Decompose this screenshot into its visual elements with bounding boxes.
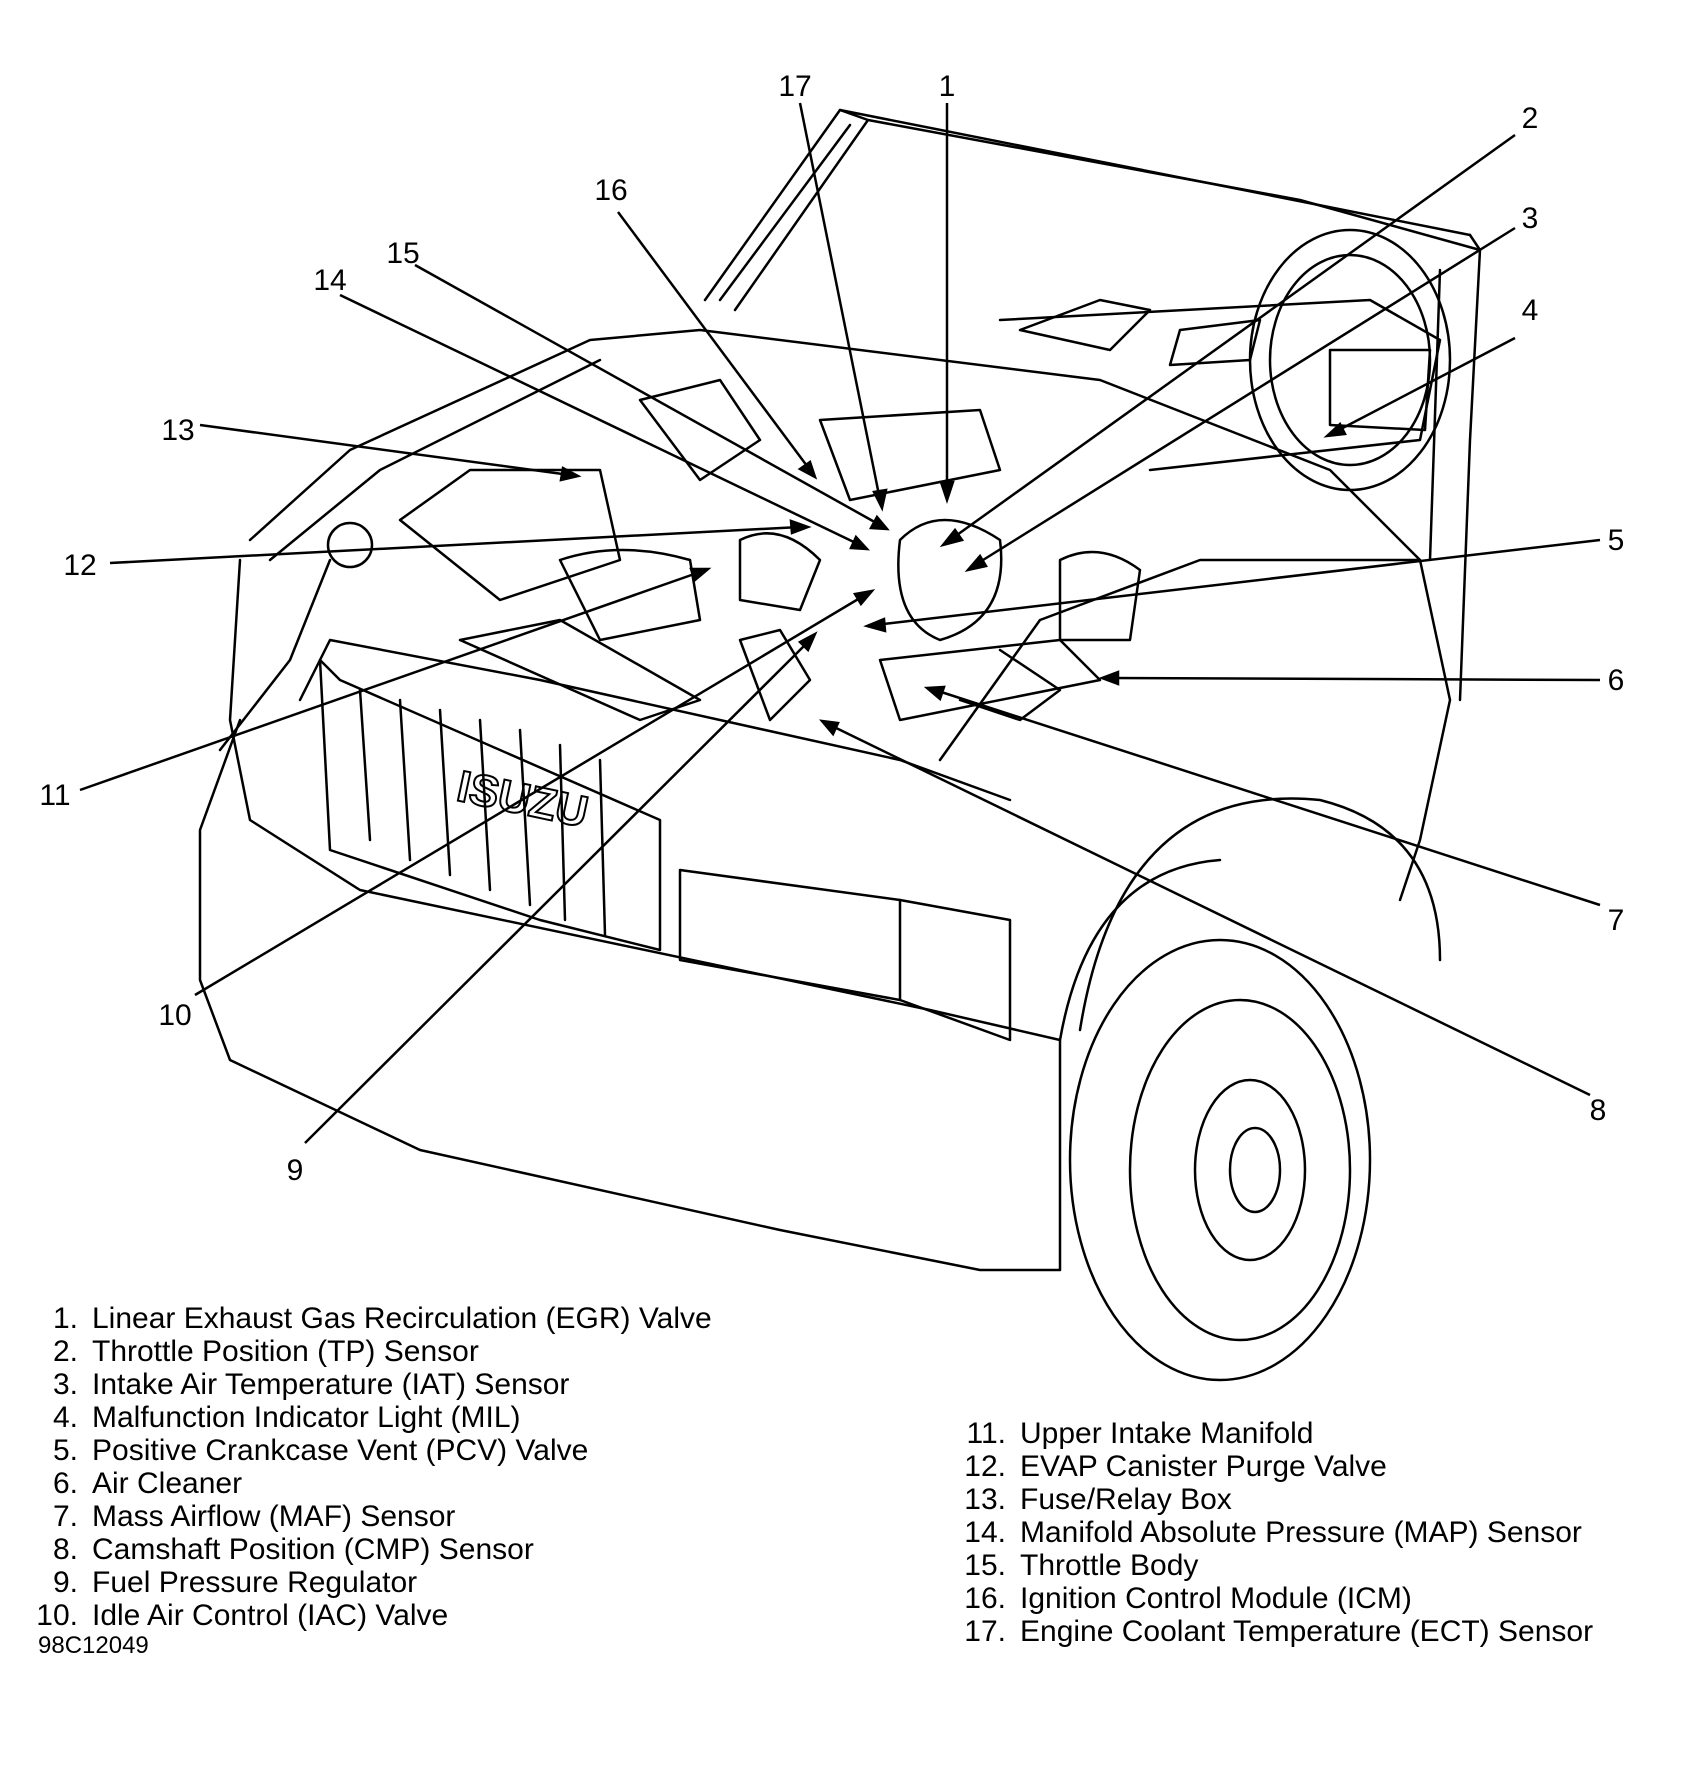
grille <box>318 658 662 952</box>
leader-3 <box>974 226 1516 567</box>
legend-item-13: 13.Fuse/Relay Box <box>964 1483 1232 1516</box>
figure-id: 98C12049 <box>38 1632 149 1659</box>
leader-4 <box>1334 336 1516 434</box>
leader-2 <box>949 133 1516 542</box>
callout-5: 5 <box>1608 524 1625 557</box>
leader-15 <box>414 263 881 527</box>
leader-17 <box>798 102 882 501</box>
legend-item-6: 6.Air Cleaner <box>52 1467 243 1500</box>
callout-12: 12 <box>63 549 96 582</box>
leader-9 <box>304 639 811 1144</box>
callout-8: 8 <box>1590 1094 1607 1127</box>
leader-16 <box>616 211 812 471</box>
leader-12 <box>109 525 801 565</box>
legend-item-16: 16.Ignition Control Module (ICM) <box>964 1582 1412 1615</box>
legend-item-10: 10.Idle Air Control (IAC) Valve <box>36 1599 449 1632</box>
legend-item-7: 7.Mass Airflow (MAF) Sensor <box>52 1500 456 1533</box>
legend-item-11: 11.Upper Intake Manifold <box>966 1417 1314 1450</box>
leader-8 <box>829 723 1591 1097</box>
callout-10: 10 <box>158 999 191 1032</box>
legend-item-12: 12.EVAP Canister Purge Valve <box>964 1450 1387 1483</box>
legend-item-4: 4.Malfunction Indicator Light (MIL) <box>52 1401 521 1434</box>
legend-item-8: 8.Camshaft Position (CMP) Sensor <box>52 1533 534 1566</box>
legend-item-14: 14.Manifold Absolute Pressure (MAP) Sens… <box>964 1516 1582 1549</box>
callout-15: 15 <box>386 237 419 270</box>
legend-item-15: 15.Throttle Body <box>964 1549 1199 1582</box>
leader-7 <box>934 688 1601 907</box>
callout-numbers: 1 2 3 4 5 6 7 8 9 10 11 12 13 14 15 16 1… <box>39 70 1624 1187</box>
leader-14 <box>339 293 861 547</box>
callout-7: 7 <box>1608 904 1625 937</box>
legend-list-right: 11.Upper Intake Manifold 12.EVAP Caniste… <box>958 1417 1593 1648</box>
callout-4: 4 <box>1522 294 1539 327</box>
leader-13 <box>199 423 571 477</box>
legend-item-3: 3.Intake Air Temperature (IAT) Sensor <box>52 1368 570 1401</box>
callout-13: 13 <box>161 414 194 447</box>
legend-item-1: 1.Linear Exhaust Gas Recirculation (EGR)… <box>52 1302 712 1335</box>
leader-lines <box>79 102 1601 1144</box>
callout-9: 9 <box>287 1154 304 1187</box>
callout-3: 3 <box>1522 202 1539 235</box>
vehicle-line-drawing <box>198 108 1482 1382</box>
legend-list-left: 1.Linear Exhaust Gas Recirculation (EGR)… <box>30 1302 712 1632</box>
callout-16: 16 <box>594 174 627 207</box>
leader-6 <box>1109 676 1601 682</box>
callout-11: 11 <box>39 779 70 812</box>
callout-1: 1 <box>939 70 956 103</box>
callout-17: 17 <box>778 70 811 103</box>
callout-14: 14 <box>313 264 346 297</box>
callout-6: 6 <box>1608 664 1625 697</box>
leader-11 <box>79 570 701 792</box>
headlight <box>678 868 902 1002</box>
leader-5 <box>874 538 1601 627</box>
legend-item-5: 5.Positive Crankcase Vent (PCV) Valve <box>52 1434 589 1467</box>
leader-10 <box>194 593 866 997</box>
legend-item-17: 17.Engine Coolant Temperature (ECT) Sens… <box>964 1615 1594 1648</box>
legend-item-2: 2.Throttle Position (TP) Sensor <box>52 1335 479 1368</box>
callout-2: 2 <box>1522 102 1539 135</box>
front-tire <box>1068 938 1372 1382</box>
legend-item-9: 9.Fuel Pressure Regulator <box>52 1566 418 1599</box>
